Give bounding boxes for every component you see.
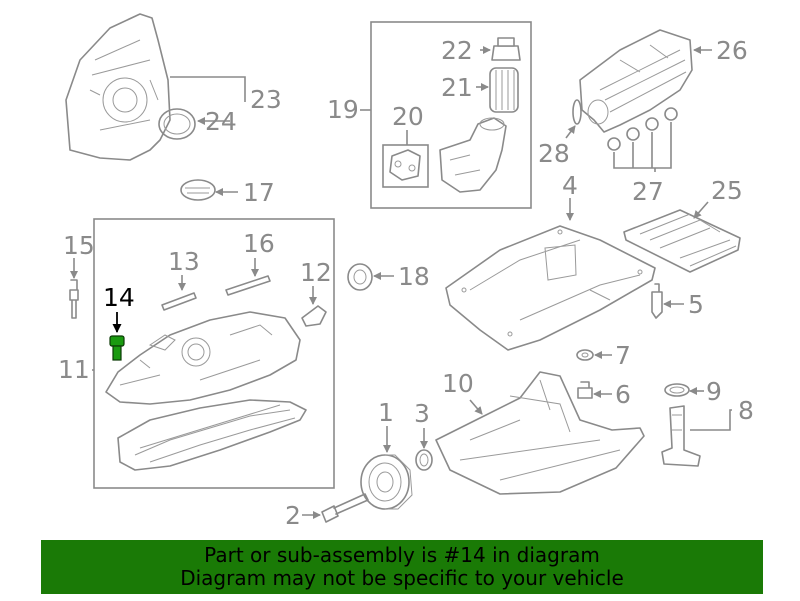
part-5-sensor <box>651 283 663 319</box>
part-8-dipstick-tube <box>661 405 701 467</box>
callout-6: 6 <box>615 380 631 409</box>
part-21-filter-element <box>489 67 519 113</box>
part-24-seal-ring <box>158 108 196 140</box>
part-26-intake-manifold <box>579 29 693 133</box>
group-19-box <box>370 21 532 209</box>
part-15-stud <box>69 279 79 319</box>
callout-26: 26 <box>716 36 748 65</box>
callout-14: 14 <box>103 283 135 312</box>
part-18-idler <box>347 263 373 291</box>
callout-24: 24 <box>205 107 237 136</box>
part-25-baffle <box>623 209 741 273</box>
leader-27 <box>613 122 672 172</box>
callout-5: 5 <box>688 290 704 319</box>
leader-28 <box>565 125 576 139</box>
callout-13: 13 <box>168 247 200 276</box>
callout-1: 1 <box>378 398 394 427</box>
callout-21: 21 <box>441 73 473 102</box>
part-23-timing-cover <box>65 13 171 161</box>
leader-25 <box>693 201 709 219</box>
part-6-drain-plug <box>577 381 593 399</box>
part-9-oring <box>664 383 690 397</box>
callout-4: 4 <box>562 171 578 200</box>
info-banner: Part or sub-assembly is #14 in diagram D… <box>41 540 763 594</box>
callout-27: 27 <box>632 177 664 206</box>
callout-8: 8 <box>738 396 754 425</box>
part-10-oil-pan-lower <box>435 371 645 495</box>
leader-10 <box>469 399 483 415</box>
callout-22: 22 <box>441 36 473 65</box>
leader-23 <box>170 76 246 102</box>
banner-line-1: Part or sub-assembly is #14 in diagram <box>204 543 600 567</box>
part-17-oil-cap <box>180 179 216 201</box>
callout-3: 3 <box>414 399 430 428</box>
callout-10: 10 <box>442 369 474 398</box>
banner-line-2: Diagram may not be specific to your vehi… <box>180 566 624 590</box>
callout-16: 16 <box>243 229 275 258</box>
part-27-seals <box>607 107 678 151</box>
callout-18: 18 <box>398 262 430 291</box>
group-11-box <box>93 218 335 489</box>
callout-12: 12 <box>300 258 332 287</box>
callout-2: 2 <box>285 501 301 530</box>
callout-9: 9 <box>706 377 722 406</box>
callout-17: 17 <box>243 178 275 207</box>
part-22-filter-cap <box>491 37 521 61</box>
part-11-valve-cover <box>105 311 307 471</box>
part-16-gasket <box>225 275 271 296</box>
part-28-oring <box>572 99 582 125</box>
callout-23: 23 <box>250 85 282 114</box>
callout-7: 7 <box>615 341 631 370</box>
part-1-crank-pulley <box>360 454 413 510</box>
part-13-gasket <box>161 292 197 311</box>
part-19-filter-housing <box>439 117 507 193</box>
leader-8 <box>690 409 732 431</box>
part-7-washer <box>576 349 594 361</box>
callout-11: 11 <box>58 355 90 384</box>
part-20-gasket <box>382 144 429 188</box>
part-2-bolt <box>321 493 369 523</box>
callout-15: 15 <box>63 231 95 260</box>
part-14-bolt <box>109 335 125 361</box>
callout-20: 20 <box>392 102 424 131</box>
callout-25: 25 <box>711 176 743 205</box>
part-12-bracket <box>301 305 327 327</box>
part-3-seal <box>415 449 433 471</box>
callout-28: 28 <box>538 139 570 168</box>
part-4-oil-pan-upper <box>445 225 656 351</box>
callout-19: 19 <box>327 95 359 124</box>
